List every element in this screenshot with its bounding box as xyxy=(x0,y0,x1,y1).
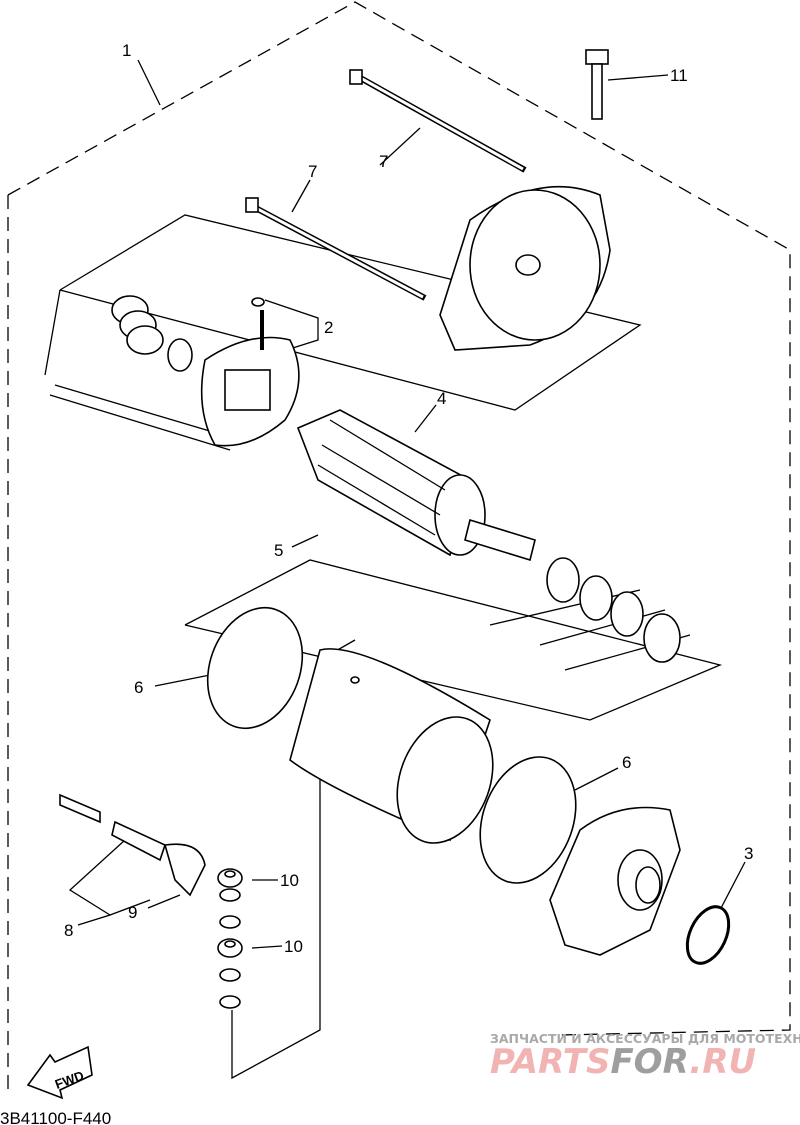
armature-plane xyxy=(184,559,723,721)
callout-6: 6 xyxy=(622,753,631,772)
watermark-tagline: ЗАПЧАСТИ И АКСЕССУАРЫ ДЛЯ МОТОТЕХНИКИ xyxy=(490,1031,800,1046)
callout-11: 11 xyxy=(670,66,688,85)
diagram-code: 3B41100-F440 xyxy=(0,1109,111,1125)
washer xyxy=(167,338,193,372)
assembly-boundary xyxy=(7,1,791,1090)
callout-3: 3 xyxy=(744,844,753,863)
callout-1: 1 xyxy=(122,41,131,60)
armature xyxy=(296,409,536,562)
lock-washer xyxy=(643,613,681,663)
front-cover xyxy=(439,185,611,351)
nut-10 xyxy=(217,868,243,888)
shim-washer xyxy=(579,575,613,621)
watermark-brand: PARTSFOR.RU xyxy=(490,1042,756,1082)
callout-8: 8 xyxy=(64,921,73,940)
callout-7: 7 xyxy=(308,162,317,181)
o-ring-3 xyxy=(685,905,731,965)
brush-holder xyxy=(200,297,300,447)
callout-6: 6 xyxy=(134,678,143,697)
callout-9: 9 xyxy=(128,903,137,922)
callout-10: 10 xyxy=(280,871,299,890)
rear-cover xyxy=(549,806,681,956)
o-ring xyxy=(479,756,577,884)
washer xyxy=(219,888,241,902)
brush-plane xyxy=(44,214,642,451)
washer xyxy=(219,995,241,1009)
leader-lines xyxy=(68,59,746,949)
shim-washer xyxy=(610,591,644,637)
fwd-arrow-icon: FWD xyxy=(26,1045,93,1100)
watermark-logo: ЗАПЧАСТИ И АКСЕССУАРЫ ДЛЯ МОТОТЕХНИКИ PA… xyxy=(490,1031,800,1082)
washer xyxy=(219,915,241,929)
callout-4: 4 xyxy=(437,389,446,408)
yoke xyxy=(289,648,494,844)
shim-washer xyxy=(546,557,580,603)
o-ring xyxy=(206,606,304,730)
brush-spring xyxy=(111,295,164,355)
starter-cable xyxy=(59,793,206,897)
through-bolt-upper xyxy=(349,69,527,173)
callout-10: 10 xyxy=(284,937,303,956)
callout-7: 7 xyxy=(379,152,388,171)
callout-2: 2 xyxy=(324,318,333,337)
callout-5: 5 xyxy=(274,541,283,560)
bolt-11 xyxy=(585,49,609,120)
washer xyxy=(219,968,241,982)
through-bolt-lower xyxy=(245,197,427,301)
nut-10 xyxy=(217,938,243,958)
